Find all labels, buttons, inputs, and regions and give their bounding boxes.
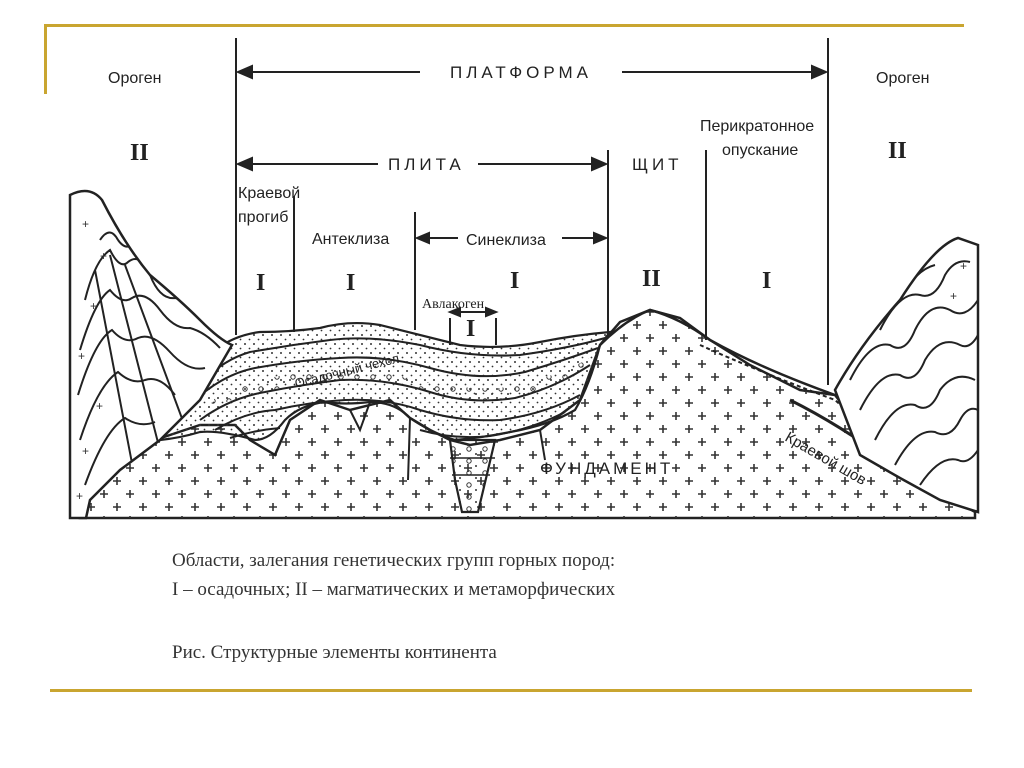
svg-text:+: +	[960, 259, 967, 273]
orogen-right-label: Ороген	[876, 70, 929, 87]
svg-text:+: +	[82, 217, 89, 231]
marginal-trough-label-line1: Краевой	[238, 185, 300, 202]
roman-trough: I	[256, 270, 265, 296]
orogen-left-label: Ороген	[108, 70, 161, 87]
anteclise-label: Антеклиза	[312, 231, 389, 248]
svg-text:+: +	[96, 399, 103, 413]
svg-text:+: +	[950, 289, 957, 303]
svg-text:+: +	[90, 299, 97, 313]
svg-text:+: +	[78, 349, 85, 363]
continent-structure-diagram: + + + + + + + + +	[0, 0, 1024, 540]
roman-shield: II	[642, 266, 661, 292]
shield-label: ЩИТ	[632, 155, 683, 174]
pericratonic-label-line1: Перикратонное	[700, 118, 814, 135]
syneclise-label: Синеклиза	[466, 232, 546, 249]
caption-line3: Рис. Структурные элементы континента	[172, 642, 497, 664]
roman-pericratonic: I	[762, 268, 771, 294]
frame-bottom-line	[50, 689, 972, 692]
basement-label: ФУНДАМЕНТ	[540, 459, 673, 478]
marginal-trough-label-line2: прогиб	[238, 209, 288, 226]
svg-text:+: +	[76, 489, 83, 503]
roman-anteclise: I	[346, 270, 355, 296]
pericratonic-label-line2: опускание	[722, 142, 798, 159]
roman-orogen-right: II	[888, 138, 907, 164]
platform-label: ПЛАТФОРМА	[450, 63, 592, 82]
svg-text:+: +	[100, 249, 107, 263]
svg-text:+: +	[82, 444, 89, 458]
roman-syneclise: I	[510, 268, 519, 294]
aulacogen-label: Авлакоген	[422, 297, 485, 312]
roman-aulacogen: I	[466, 316, 475, 342]
caption-line2: I – осадочных; II – магматических и мета…	[172, 579, 615, 601]
plate-label: ПЛИТА	[388, 155, 465, 174]
caption-line1: Области, залегания генетических групп го…	[172, 550, 615, 572]
roman-orogen-left: II	[130, 140, 149, 166]
